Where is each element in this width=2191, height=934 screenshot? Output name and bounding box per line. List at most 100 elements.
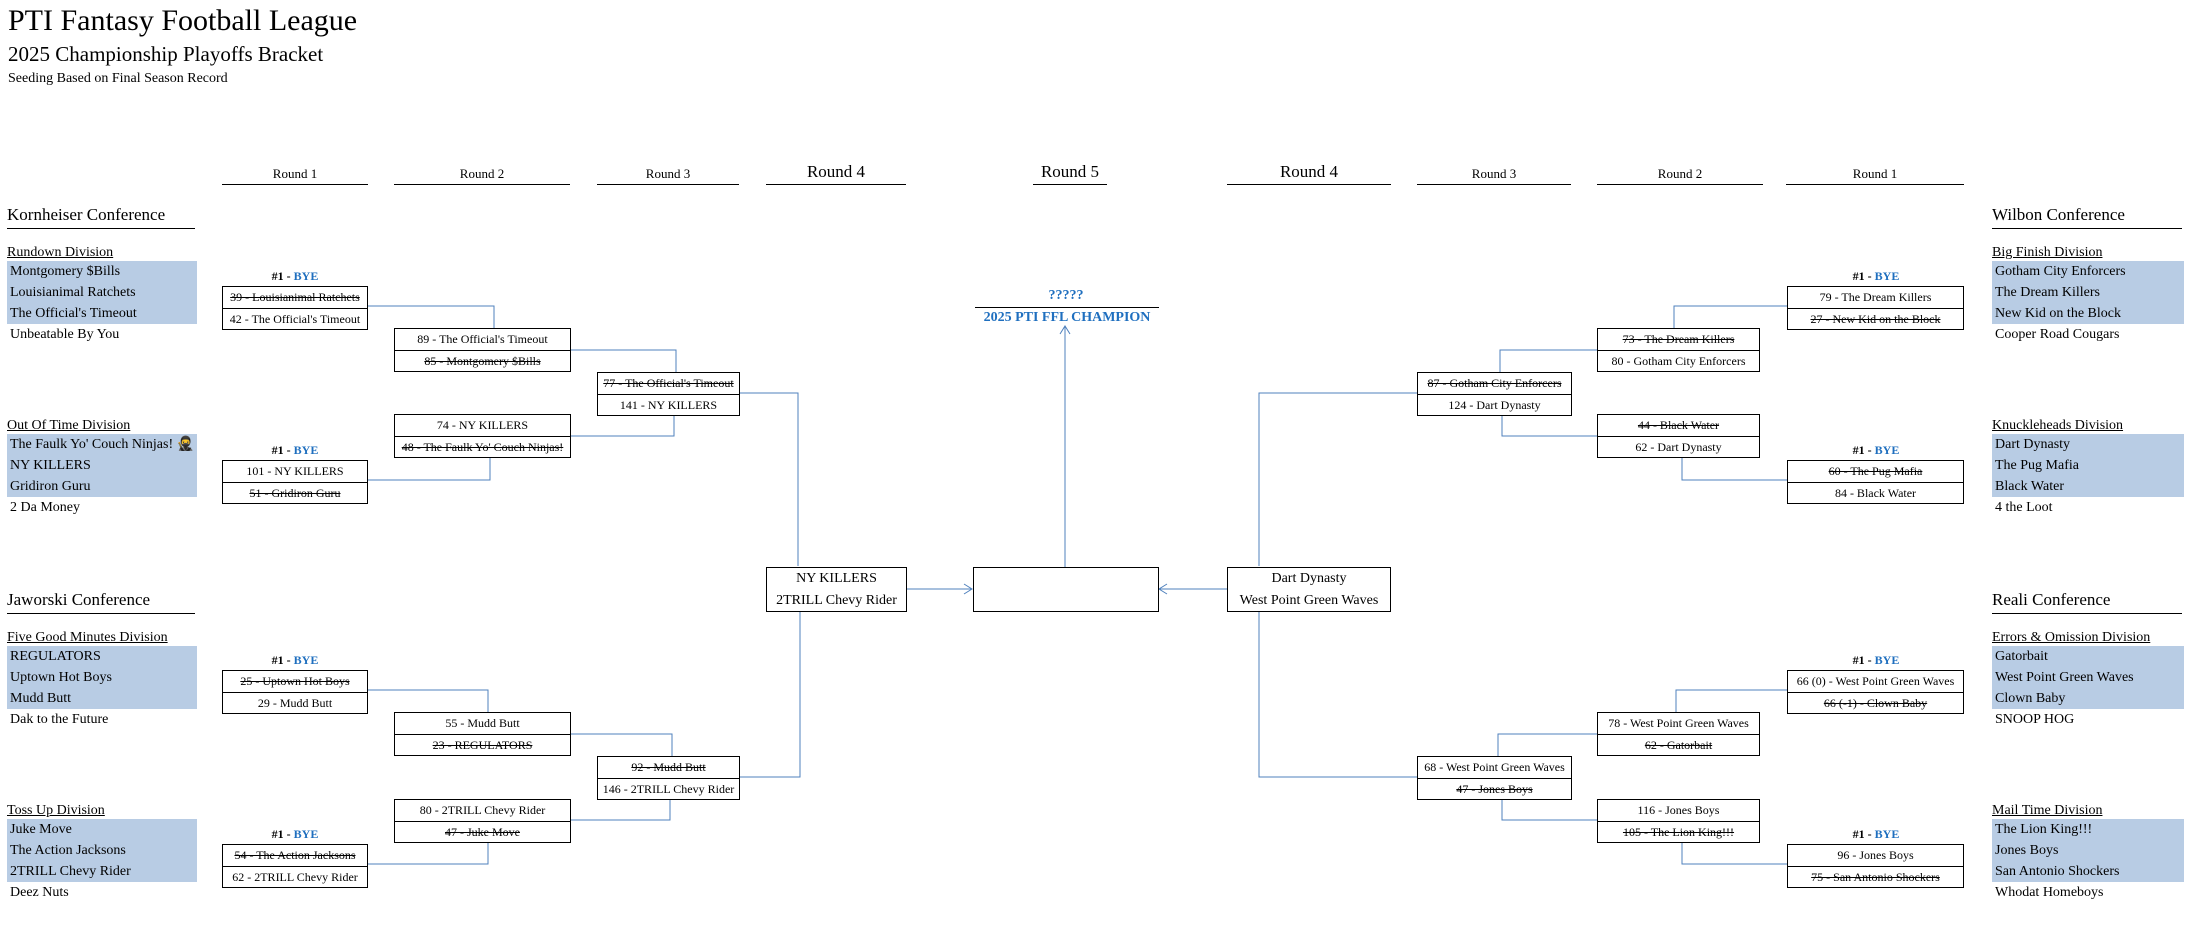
round-header-l1: Round 1 [222, 166, 368, 185]
loser-line: 73 - The Dream Killers [1598, 329, 1759, 351]
round-header-l3: Round 3 [597, 166, 739, 185]
team-seed-1: Juke Move [7, 819, 197, 840]
finalist-line: 2TRILL Chevy Rider [776, 593, 897, 608]
winner-line: 68 - West Point Green Waves [1418, 757, 1571, 779]
loser-line: 62 - Gatorbait [1644, 738, 1713, 752]
loser-line: 44 - Black Water [1598, 415, 1759, 437]
finalist-line: Dart Dynasty [1271, 571, 1347, 586]
bye-label: #1 - BYE [271, 653, 319, 667]
winner-line: 66 (0) - West Point Green Waves [1788, 671, 1963, 693]
division-title: Out Of Time Division [7, 418, 131, 433]
matchup-r-r2-4: 116 - Jones Boys 105 - The Lion King!!! [1597, 799, 1760, 843]
connector-line [571, 349, 677, 372]
team-seed-3: Gridiron Guru [7, 476, 197, 497]
winner-line: 89 - The Official's Timeout [395, 329, 570, 351]
loser-line: 25 - Uptown Hot Boys [223, 671, 367, 693]
matchup-r-r2-2: 44 - Black Water 62 - Dart Dynasty [1597, 414, 1760, 458]
winner-line: 116 - Jones Boys [1598, 800, 1759, 822]
winner-line: 74 - NY KILLERS [395, 415, 570, 437]
division-out-of-time: Out Of Time Division The Faulk Yo' Couch… [7, 418, 197, 518]
winner-line: 96 - Jones Boys [1788, 845, 1963, 867]
winner-line: 62 - Dart Dynasty [1635, 440, 1722, 454]
winner-line: 84 - Black Water [1834, 486, 1917, 500]
bye-label: #1 - BYE [1852, 269, 1900, 283]
division-knuckleheads: Knuckleheads Division Dart Dynasty The P… [1992, 418, 2184, 518]
connector-line [1681, 842, 1787, 865]
division-title: Toss Up Division [7, 803, 105, 818]
winner-line: 80 - Gotham City Enforcers [1611, 354, 1746, 368]
page-subtitle: 2025 Championship Playoffs Bracket [8, 42, 324, 66]
division-title: Rundown Division [7, 245, 114, 260]
connector-arrow [963, 583, 973, 595]
conference-reali: Reali Conference [1992, 590, 2182, 614]
conference-jaworski: Jaworski Conference [7, 590, 195, 614]
connector-line [1258, 612, 1417, 778]
team-seed-3: New Kid on the Block [1992, 303, 2184, 324]
finalist-line: NY KILLERS [796, 571, 877, 586]
loser-line: 87 - Gotham City Enforcers [1418, 373, 1571, 395]
division-mail-time: Mail Time Division The Lion King!!! Jone… [1992, 803, 2184, 903]
connector-line [1501, 414, 1597, 437]
winner-line: 29 - Mudd Butt [257, 696, 333, 710]
round-header-r2: Round 2 [1597, 166, 1763, 185]
connector-line [1675, 689, 1787, 712]
division-rundown: Rundown Division Montgomery $Bills Louis… [7, 245, 197, 345]
loser-line: 77 - The Official's Timeout [598, 373, 739, 395]
championship-box [973, 567, 1159, 612]
round-header-r4: Round 4 [1227, 162, 1391, 185]
conference-wilbon: Wilbon Conference [1992, 205, 2182, 229]
connector-arrow [1158, 583, 1168, 595]
division-title: Mail Time Division [1992, 803, 2103, 818]
matchup-r-r4: Dart Dynasty West Point Green Waves [1227, 567, 1391, 612]
bye-label: #1 - BYE [271, 827, 319, 841]
matchup-l-r2-2: 74 - NY KILLERS 48 - The Faulk Yo' Couch… [394, 414, 571, 458]
team-seed-1: Dart Dynasty [1992, 434, 2184, 455]
team-seed-2: The Action Jacksons [7, 840, 197, 861]
matchup-l-r3-1: 77 - The Official's Timeout 141 - NY KIL… [597, 372, 740, 416]
division-title: Errors & Omission Division [1992, 630, 2151, 645]
team-seed-4: 2 Da Money [10, 500, 80, 515]
round-header-r3: Round 3 [1417, 166, 1571, 185]
matchup-r-r3-2: 68 - West Point Green Waves 47 - Jones B… [1417, 756, 1572, 800]
loser-line: 54 - The Action Jacksons [223, 845, 367, 867]
division-title: Five Good Minutes Division [7, 630, 168, 645]
loser-line: 27 - New Kid on the Block [1810, 312, 1941, 326]
matchup-r-r1-1: 79 - The Dream Killers 27 - New Kid on t… [1787, 286, 1964, 330]
team-seed-2: West Point Green Waves [1992, 667, 2184, 688]
connector-line [571, 733, 673, 756]
bye-label: #1 - BYE [1852, 653, 1900, 667]
matchup-r-r1-2: 60 - The Pug Mafia 84 - Black Water [1787, 460, 1964, 504]
connector-line [740, 392, 799, 566]
finalist-line: West Point Green Waves [1239, 593, 1379, 608]
loser-line: 39 - Louisianimal Ratchets [223, 287, 367, 309]
conference-kornheiser: Kornheiser Conference [7, 205, 195, 229]
connector-line [1673, 305, 1787, 328]
bye-label: #1 - BYE [1852, 443, 1900, 457]
matchup-r-r1-3: 66 (0) - West Point Green Waves 66 (-1) … [1787, 670, 1964, 714]
matchup-l-r3-2: 92 - Mudd Butt 146 - 2TRILL Chevy Rider [597, 756, 740, 800]
winner-line: 80 - 2TRILL Chevy Rider [395, 800, 570, 822]
bye-label: #1 - BYE [271, 443, 319, 457]
connector-line [1499, 349, 1597, 372]
loser-line: 23 - REGULATORS [432, 738, 533, 752]
loser-line: 47 - Juke Move [445, 825, 520, 839]
team-seed-2: Uptown Hot Boys [7, 667, 197, 688]
team-seed-1: Montgomery $Bills [7, 261, 197, 282]
team-seed-4: 4 the Loot [1995, 500, 2053, 515]
round-header-r1: Round 1 [1786, 166, 1964, 185]
division-title: Knuckleheads Division [1992, 418, 2124, 433]
page-title: PTI Fantasy Football League [8, 4, 358, 37]
winner-line: 79 - The Dream Killers [1788, 287, 1963, 309]
team-seed-4: Whodat Homeboys [1995, 885, 2104, 900]
loser-line: 85 - Montgomery $Bills [424, 354, 541, 368]
team-seed-1: REGULATORS [7, 646, 197, 667]
team-seed-1: Gatorbait [1992, 646, 2184, 667]
matchup-l-r1-3: 25 - Uptown Hot Boys 29 - Mudd Butt [222, 670, 368, 714]
winner-line: 55 - Mudd Butt [395, 713, 570, 735]
winner-line: 78 - West Point Green Waves [1598, 713, 1759, 735]
matchup-l-r1-4: 54 - The Action Jacksons 62 - 2TRILL Che… [222, 844, 368, 888]
matchup-r-r2-1: 73 - The Dream Killers 80 - Gotham City … [1597, 328, 1760, 372]
matchup-l-r1-1: 39 - Louisianimal Ratchets 42 - The Offi… [222, 286, 368, 330]
team-seed-4: Cooper Road Cougars [1995, 327, 2120, 342]
connector-line [1681, 458, 1787, 481]
